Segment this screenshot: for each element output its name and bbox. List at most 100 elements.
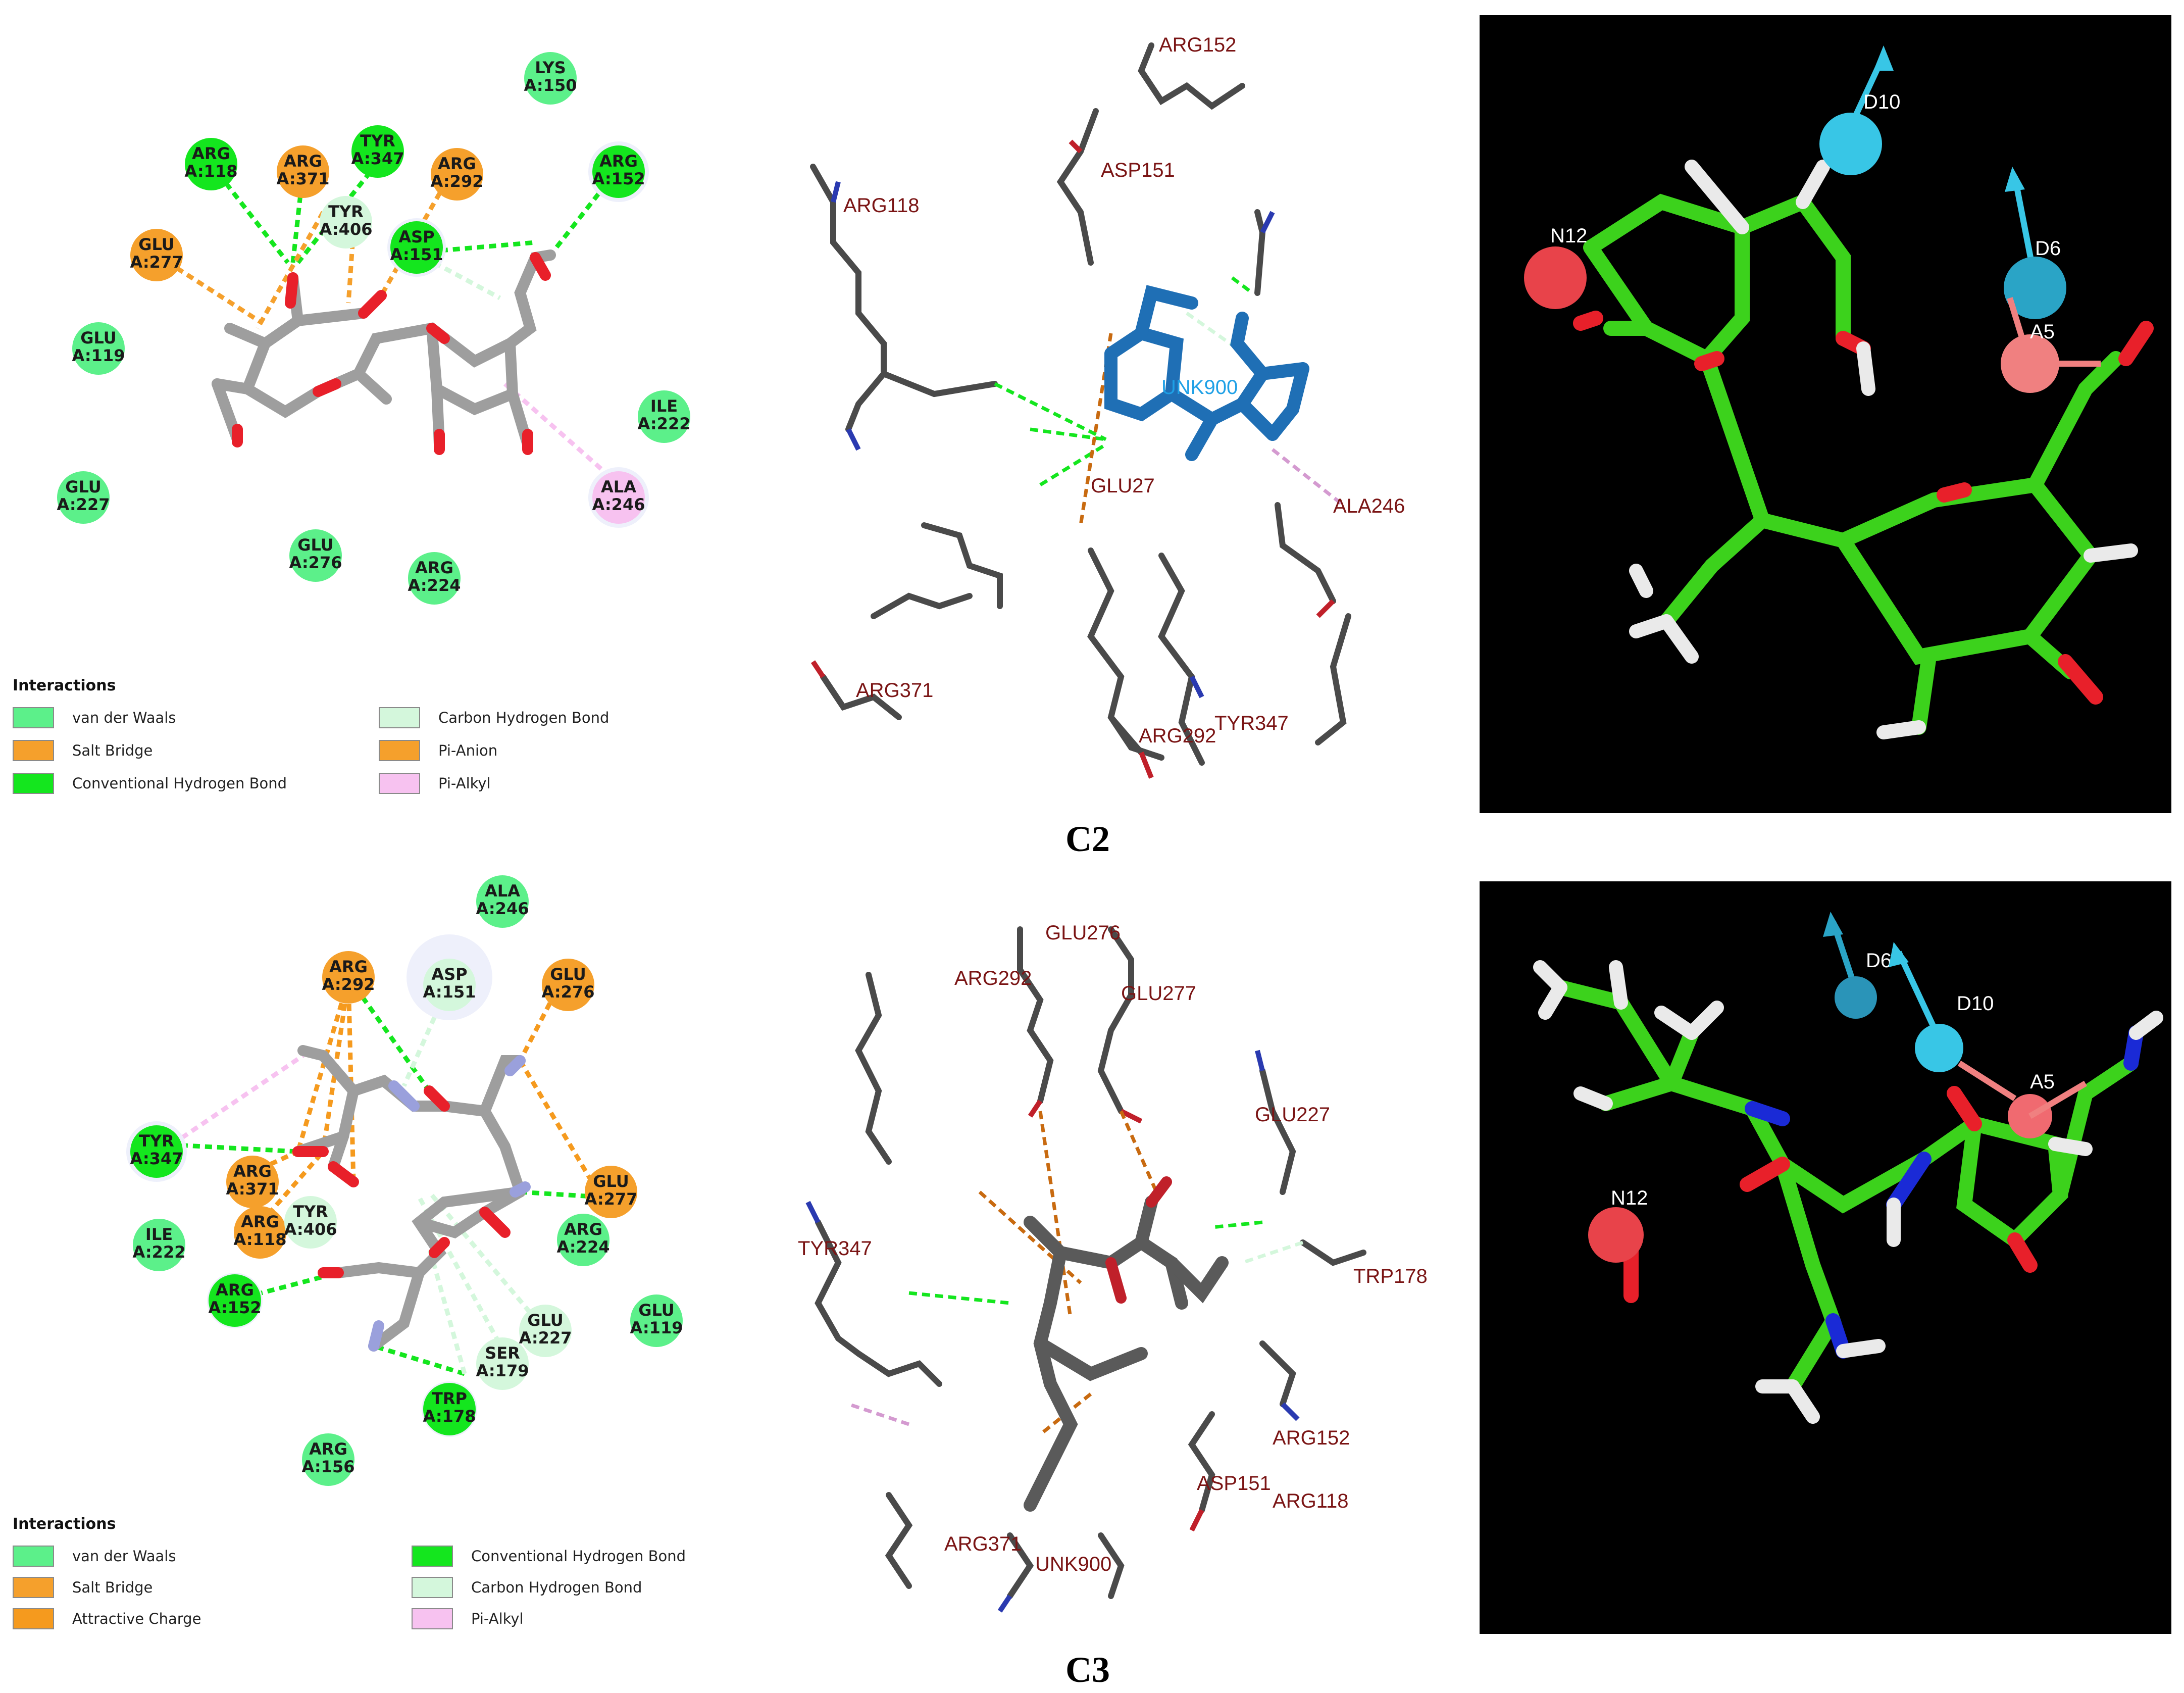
svg-text:ARG: ARG	[415, 558, 453, 577]
legend-label: Pi-Anion	[438, 742, 498, 759]
c3-pharmacophore-panel: D6 D10 A5 N12	[1480, 881, 2171, 1634]
svg-text:A:406: A:406	[320, 220, 373, 239]
svg-text:A:118: A:118	[185, 162, 238, 181]
svg-text:A:246: A:246	[476, 899, 529, 918]
c2-protein-oxygens	[810, 139, 1335, 779]
svg-text:ALA: ALA	[601, 477, 636, 496]
svg-text:A:152: A:152	[209, 1298, 262, 1317]
svg-text:ARG: ARG	[309, 1439, 347, 1459]
c2-legend-item: Carbon Hydrogen Bond	[379, 707, 609, 728]
c2-legend-item: Conventional Hydrogen Bond	[13, 773, 287, 794]
svg-text:A:224: A:224	[408, 576, 461, 595]
legend-swatch	[379, 773, 420, 794]
svg-text:TYR: TYR	[360, 131, 395, 151]
ligand-label: UNK900	[1035, 1553, 1111, 1575]
c2-pharm-features: D10 N12 D6 A5	[1524, 45, 2101, 393]
svg-text:A:119: A:119	[630, 1318, 683, 1337]
pharm-label: A5	[2030, 1071, 2055, 1093]
svg-text:A:277: A:277	[585, 1189, 638, 1209]
donor-feature	[2004, 257, 2066, 319]
residue-label: ARG292	[1139, 725, 1216, 747]
svg-text:A:246: A:246	[592, 495, 645, 514]
svg-text:GLU: GLU	[138, 235, 175, 254]
svg-text:ARG: ARG	[599, 152, 638, 171]
svg-text:ARG: ARG	[192, 144, 230, 163]
svg-text:A:227: A:227	[519, 1328, 572, 1348]
svg-text:A:292: A:292	[431, 172, 484, 191]
svg-text:A:150: A:150	[524, 76, 577, 95]
svg-text:A:119: A:119	[72, 346, 125, 365]
c2-legend-item: Pi-Alkyl	[379, 773, 491, 794]
legend-label: Pi-Alkyl	[471, 1610, 524, 1627]
negative-feature	[1524, 246, 1587, 309]
c3-legend-item: Conventional Hydrogen Bond	[412, 1546, 686, 1567]
legend-swatch	[412, 1577, 453, 1598]
pharm-label: D6	[1866, 950, 1892, 972]
c3-legend-item: Carbon Hydrogen Bond	[412, 1577, 642, 1598]
svg-text:ALA: ALA	[485, 881, 520, 901]
svg-text:ARG: ARG	[329, 957, 368, 976]
svg-text:GLU: GLU	[527, 1311, 564, 1330]
donor-feature	[1835, 976, 1877, 1019]
pharm-label: D10	[1957, 992, 1994, 1015]
legend-swatch	[13, 707, 54, 728]
svg-text:ARG: ARG	[216, 1280, 254, 1300]
legend-label: Carbon Hydrogen Bond	[438, 709, 610, 726]
svg-text:ARG: ARG	[284, 152, 322, 171]
c3-protein-nitrogens	[805, 1050, 1300, 1613]
svg-text:GLU: GLU	[65, 477, 101, 496]
c3-legend: Interactions van der Waals Salt Bridge A…	[0, 1515, 747, 1647]
c3-legend-item: van der Waals	[13, 1546, 176, 1567]
svg-text:A:347: A:347	[130, 1149, 183, 1168]
negative-feature	[1588, 1207, 1644, 1263]
pharm-label: D6	[2035, 237, 2061, 260]
legend-swatch	[13, 740, 54, 761]
svg-text:A:224: A:224	[557, 1237, 610, 1257]
residue-label: TRP178	[1353, 1265, 1428, 1287]
c3-caption: C3	[1065, 1650, 1110, 1690]
pharm-label: N12	[1611, 1187, 1648, 1209]
legend-swatch	[379, 740, 420, 761]
svg-text:ILE: ILE	[145, 1225, 173, 1244]
legend-swatch	[379, 707, 420, 728]
svg-text:A:222: A:222	[638, 414, 691, 433]
svg-text:GLU: GLU	[297, 535, 334, 555]
c2-ligand-oxygens	[232, 252, 551, 455]
c3-3d-binding-pose: GLU276 ARG292 GLU277 GLU227 TYR347 TRP17…	[757, 899, 1464, 1636]
c2-legend-item: Pi-Anion	[379, 740, 497, 761]
svg-text:A:118: A:118	[234, 1230, 287, 1249]
svg-text:A:347: A:347	[351, 149, 404, 168]
pharm-label: N12	[1550, 225, 1587, 247]
residue-label: GLU276	[1045, 922, 1121, 944]
svg-text:TYR: TYR	[293, 1202, 328, 1221]
ligand-label: UNK900	[1161, 376, 1238, 399]
svg-text:ARG: ARG	[438, 154, 476, 173]
c3-pharm-nitrogens	[1745, 1025, 2144, 1359]
legend-label: Salt Bridge	[72, 742, 153, 759]
c3-pharmacophore-svg: D6 D10 A5 N12	[1533, 912, 2163, 1424]
residue-label: ARG118	[843, 194, 919, 217]
svg-text:A:152: A:152	[592, 169, 645, 188]
residue-label: ARG152	[1159, 34, 1236, 56]
legend-label: Attractive Charge	[72, 1610, 201, 1627]
legend-label: Conventional Hydrogen Bond	[471, 1548, 686, 1565]
legend-label: Pi-Alkyl	[438, 775, 491, 792]
